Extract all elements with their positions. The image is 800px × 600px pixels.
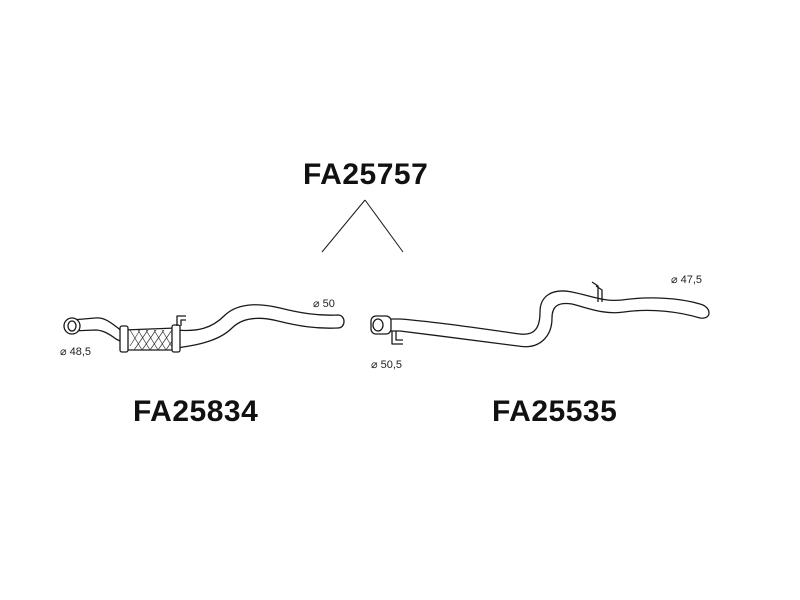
diameter-icon: ⌀ — [313, 298, 320, 310]
dimension-label-outlet-fa25834: ⌀50 — [313, 297, 335, 310]
diameter-icon: ⌀ — [671, 274, 678, 286]
part-code-fa25834: FA25834 — [133, 395, 259, 428]
pipe-fa25535-hanger-front-inner — [395, 331, 403, 341]
pipe-fa25834-flex-ring-front — [119, 325, 129, 353]
pipe-fa25834-flex-ring-rear — [171, 324, 181, 353]
pipe-fa25834-hanger — [176, 315, 186, 326]
diameter-icon: ⌀ — [60, 346, 67, 358]
connector-left-line — [321, 199, 366, 253]
dimension-value: 50 — [322, 298, 335, 310]
diameter-icon: ⌀ — [371, 359, 378, 371]
dimension-value: 47,5 — [680, 274, 703, 286]
pipe-fa25535-tube — [377, 290, 710, 348]
dimension-label-inlet-fa25535: ⌀50,5 — [371, 358, 402, 371]
pipe-fa25834-inlet-opening — [67, 320, 77, 332]
pipe-fa25834-flex-mesh — [129, 329, 173, 351]
pipe-fa25834 — [63, 304, 345, 353]
dimension-label-inlet-fa25834: ⌀48,5 — [60, 345, 91, 358]
assembly-code: FA25757 — [303, 158, 429, 191]
pipe-fa25834-tube — [71, 317, 125, 344]
dimension-value: 48,5 — [69, 346, 92, 358]
part-code-fa25535: FA25535 — [492, 395, 618, 428]
pipe-fa25834-hanger-inner — [180, 319, 186, 326]
dimension-label-outlet-fa25535: ⌀47,5 — [671, 273, 702, 286]
connector-right-line — [364, 199, 404, 253]
dimension-value: 50,5 — [380, 359, 403, 371]
pipe-fa25535-hanger-rear — [591, 281, 599, 302]
pipe-fa25535-hanger-front — [391, 331, 403, 345]
assembly-connector — [321, 199, 404, 253]
pipe-fa25834-rear-tube — [175, 304, 345, 349]
pipe-fa25535 — [370, 281, 710, 348]
pipe-fa25535-hanger-rear-inner — [595, 285, 603, 302]
pipe-fa25535-inlet-opening — [372, 318, 384, 332]
